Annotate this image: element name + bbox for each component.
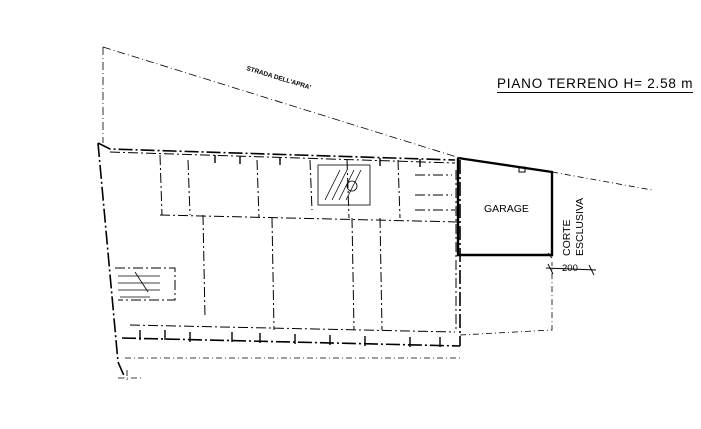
openings: [139, 155, 441, 347]
garage-outline: [456, 156, 554, 259]
garage-label: GARAGE: [484, 203, 529, 215]
building-perimeter: [97, 142, 461, 379]
courtyard-label-line2: ESCLUSIVA: [574, 198, 586, 256]
street-label: STRADA DELL'APRA': [245, 65, 312, 91]
staircase-lower: [118, 271, 160, 298]
street-boundary: [102, 46, 461, 159]
outer-boundary: [118, 171, 653, 383]
floor-title: PIANO TERRENO H= 2.58 m: [497, 76, 694, 93]
courtyard-label-line1: CORTE: [561, 219, 573, 256]
staircase-upper: [317, 164, 371, 206]
dimension-label: 200: [562, 263, 578, 274]
interior-walls: [109, 151, 461, 333]
dimension-line: [545, 263, 597, 276]
